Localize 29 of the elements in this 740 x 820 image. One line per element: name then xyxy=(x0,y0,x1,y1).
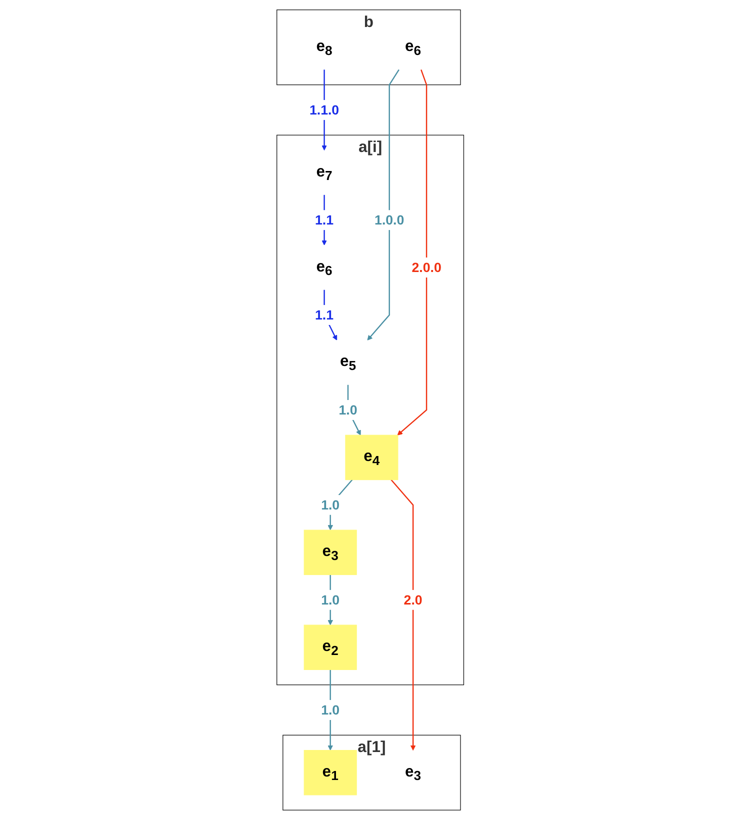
edge-label: 1.0 xyxy=(320,497,340,513)
edge-label: 2.0 xyxy=(404,592,422,608)
edge-label: 1.0 xyxy=(320,702,340,718)
arrow xyxy=(327,574,333,626)
arrow xyxy=(396,69,427,436)
arrow xyxy=(366,69,400,340)
node-text: e$_{7}$ xyxy=(316,162,332,184)
edge-label: 1.1.0 xyxy=(309,102,339,118)
edge-label: 2.0.0 xyxy=(411,260,442,276)
edge-label: 1.1 xyxy=(314,212,334,228)
arrow xyxy=(390,479,416,751)
node-box: e$_{2}$ xyxy=(304,624,357,670)
arrow xyxy=(327,479,352,530)
edge-label: 1.1 xyxy=(314,307,334,323)
node-text: e$_{5}$ xyxy=(340,352,356,374)
arrow xyxy=(323,290,337,340)
node-text: e$_{6}$ xyxy=(404,36,421,58)
node-text: e$_{6}$ xyxy=(316,256,332,278)
node-box: e$_{3}$ xyxy=(304,530,357,576)
arrow xyxy=(321,194,327,246)
node-box: e$_{4}$ xyxy=(344,434,398,480)
edge-label: 1.0.0 xyxy=(374,212,404,228)
arrow xyxy=(327,670,333,751)
arrow xyxy=(347,384,360,436)
edge-label: 1.0 xyxy=(320,592,340,608)
node-text: e$_{8}$ xyxy=(316,36,332,58)
node-text: e$_{3}$ xyxy=(404,762,421,784)
edge-label: 1.0 xyxy=(338,402,357,418)
node-box: e$_{1}$ xyxy=(304,750,357,796)
